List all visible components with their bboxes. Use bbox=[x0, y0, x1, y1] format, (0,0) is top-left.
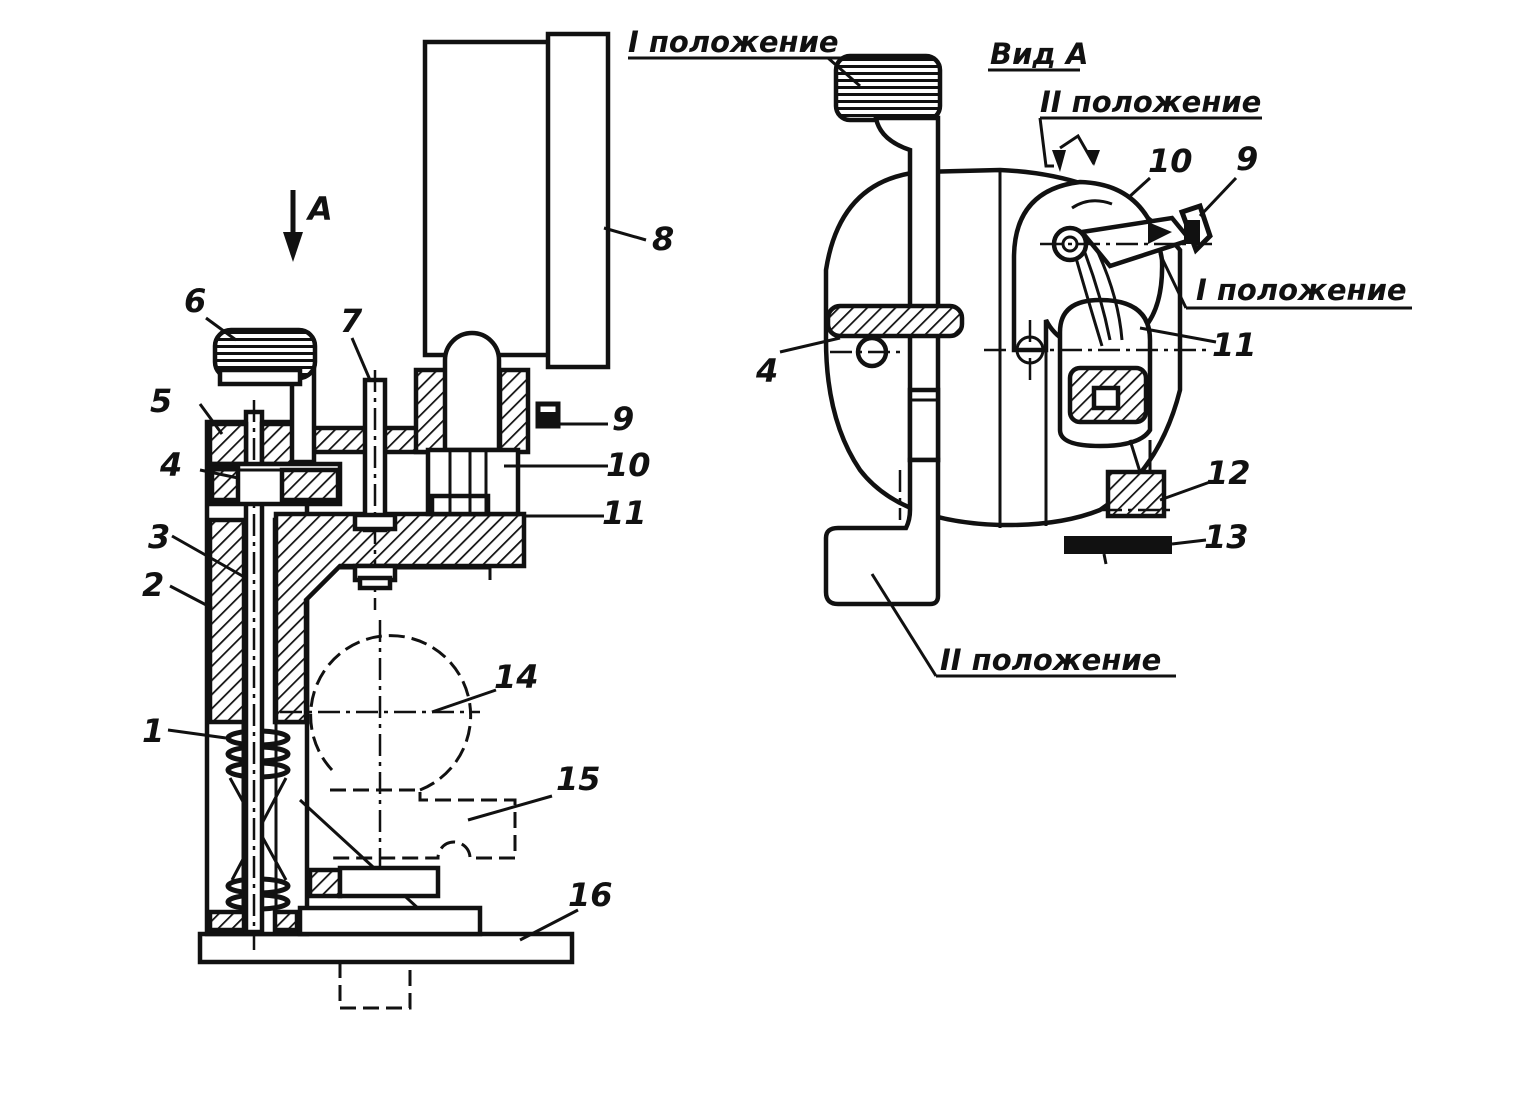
caption-view-a: Вид А bbox=[990, 37, 1088, 71]
shaft-3 bbox=[243, 400, 265, 950]
lever-6 bbox=[212, 327, 318, 465]
leader-lines-right bbox=[628, 56, 1412, 678]
plug-10 bbox=[425, 330, 521, 517]
label-15: 15 bbox=[556, 760, 601, 798]
plate-13 bbox=[1064, 536, 1172, 565]
label-6: 6 bbox=[184, 282, 206, 320]
caption-pos2-bottom: II положение bbox=[940, 643, 1161, 677]
label-2: 2 bbox=[142, 566, 164, 604]
label-16: 16 bbox=[568, 876, 613, 914]
leader-lines-left bbox=[167, 226, 647, 942]
caption-pos1-top: I положение bbox=[628, 25, 839, 59]
position-arrows bbox=[1038, 117, 1188, 309]
label-r9: 9 bbox=[1236, 140, 1258, 178]
label-10: 10 bbox=[606, 446, 651, 484]
connector-9 bbox=[535, 401, 561, 429]
lower-handle bbox=[823, 457, 941, 607]
label-11: 11 bbox=[602, 494, 647, 532]
part-numbers-right: 4 10 9 11 12 13 bbox=[755, 140, 1258, 556]
label-3: 3 bbox=[148, 518, 170, 556]
caption-pos2-top: II положение bbox=[1040, 85, 1261, 119]
label-r11: 11 bbox=[1212, 326, 1257, 364]
label-r12: 12 bbox=[1206, 454, 1251, 492]
base-plate-16 bbox=[197, 931, 575, 1010]
left-view: 5 4 3 2 1 6 7 8 9 10 11 14 15 16 A bbox=[142, 31, 674, 1010]
label-5: 5 bbox=[150, 382, 172, 420]
label-14: 14 bbox=[494, 658, 539, 696]
right-view: 4 10 9 11 12 13 I положение Вид А II пол… bbox=[628, 25, 1412, 678]
label-9: 9 bbox=[612, 400, 634, 438]
label-r10: 10 bbox=[1148, 142, 1193, 180]
label-r13: 13 bbox=[1204, 518, 1249, 556]
connector-9-right bbox=[1178, 202, 1213, 255]
bracket-11 bbox=[273, 511, 527, 725]
slot-11 bbox=[1057, 235, 1153, 449]
roller-14 bbox=[280, 620, 480, 890]
label-7: 7 bbox=[340, 302, 363, 340]
plate-15 bbox=[297, 788, 517, 937]
label-r4: 4 bbox=[755, 352, 778, 390]
housing-8 bbox=[422, 31, 611, 370]
caption-pos1-right: I положение bbox=[1196, 273, 1407, 307]
view-arrow-a bbox=[283, 190, 303, 262]
stud-7 bbox=[352, 370, 398, 610]
label-a: A bbox=[305, 190, 333, 228]
label-1: 1 bbox=[142, 712, 164, 750]
label-8: 8 bbox=[652, 220, 674, 258]
shaft-4-right bbox=[779, 303, 965, 369]
captions: I положение Вид А II положение I положен… bbox=[628, 25, 1407, 677]
brush-12 bbox=[1100, 439, 1176, 519]
part-numbers-left: 5 4 3 2 1 6 7 8 9 10 11 14 15 16 A bbox=[142, 190, 674, 914]
ring-4 bbox=[207, 461, 343, 507]
pivot-mark bbox=[984, 320, 1210, 380]
label-4: 4 bbox=[159, 446, 182, 484]
